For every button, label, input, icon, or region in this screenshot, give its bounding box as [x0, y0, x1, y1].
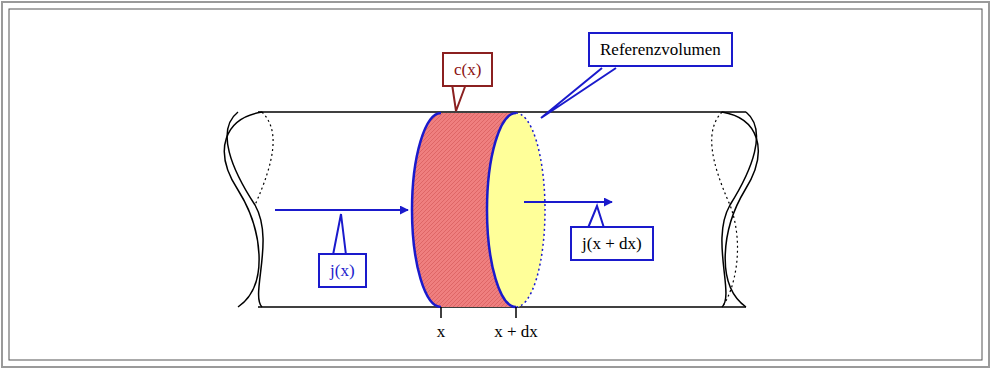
callout-box: Referenzvolumen: [588, 32, 733, 67]
pipe-break-hidden: [255, 112, 273, 205]
pipe-break: [227, 112, 263, 307]
callout-text: c(x): [454, 59, 481, 80]
reference-volume-face: [487, 113, 545, 307]
position-label: x + dx: [494, 322, 538, 342]
position-label: x: [437, 322, 446, 342]
callout-tail: [333, 214, 346, 255]
callout-tail: [452, 84, 466, 111]
pipe-break-hidden: [712, 112, 738, 307]
callout-tail: [588, 206, 604, 228]
flux-arrow: [275, 209, 408, 211]
callout-box: j(x): [318, 253, 367, 288]
reference-volume-edge: [412, 113, 441, 307]
callout-text: Referenzvolumen: [600, 39, 721, 60]
pipe-break: [224, 112, 262, 307]
pipe-wall: [258, 111, 746, 113]
reference-volume-edge-hidden: [516, 113, 545, 307]
callout-tail: [541, 68, 616, 118]
callout-box: j(x + dx): [570, 226, 654, 261]
inner-frame: [9, 9, 982, 360]
callout-box: c(x): [442, 52, 493, 87]
pipe-break: [722, 112, 758, 307]
callout-text: j(x + dx): [582, 233, 642, 254]
tick-mark: [515, 307, 517, 318]
tick-mark: [440, 307, 442, 318]
flux-arrow: [524, 201, 612, 203]
pipe-break: [722, 112, 757, 307]
reference-volume-edge: [487, 113, 516, 307]
callout-text: j(x): [330, 260, 355, 281]
